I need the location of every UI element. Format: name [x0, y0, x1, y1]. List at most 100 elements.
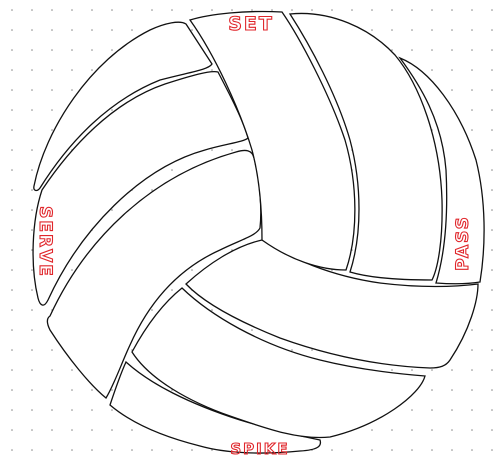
grid-dot	[131, 449, 133, 451]
grid-dot	[211, 309, 213, 311]
grid-dot	[131, 29, 133, 31]
grid-dot	[11, 289, 13, 291]
grid-dot	[431, 29, 433, 31]
grid-dot	[471, 109, 473, 111]
grid-dot	[471, 329, 473, 331]
grid-dot	[451, 69, 453, 71]
grid-dot	[51, 369, 53, 371]
grid-dot	[451, 409, 453, 411]
grid-dot	[491, 69, 493, 71]
grid-dot	[31, 89, 33, 91]
grid-dot	[111, 429, 113, 431]
grid-dot	[11, 89, 13, 91]
grid-dot	[31, 169, 33, 171]
grid-dot	[31, 249, 33, 251]
grid-dot	[31, 29, 33, 31]
grid-dot	[51, 449, 53, 451]
grid-dot	[391, 49, 393, 51]
grid-dot	[491, 309, 493, 311]
grid-dot	[31, 229, 33, 231]
grid-dot	[71, 49, 73, 51]
grid-dot	[491, 189, 493, 191]
grid-dot	[111, 109, 113, 111]
grid-dot	[451, 9, 453, 11]
grid-dot	[411, 9, 413, 11]
grid-dot	[111, 389, 113, 391]
grid-dot	[31, 9, 33, 11]
grid-dot	[31, 369, 33, 371]
grid-dot	[71, 449, 73, 451]
grid-dot	[51, 49, 53, 51]
grid-dot	[71, 389, 73, 391]
grid-dot	[11, 189, 13, 191]
grid-dot	[491, 429, 493, 431]
grid-dot	[51, 389, 53, 391]
grid-dot	[151, 449, 153, 451]
grid-dot	[271, 9, 273, 11]
grid-dot	[11, 449, 13, 451]
grid-dot	[411, 429, 413, 431]
grid-dot	[491, 289, 493, 291]
grid-dot	[31, 449, 33, 451]
grid-dot	[491, 109, 493, 111]
grid-dot	[131, 429, 133, 431]
grid-dot	[491, 449, 493, 451]
grid-dot	[51, 349, 53, 351]
grid-dot	[411, 29, 413, 31]
grid-dot	[11, 49, 13, 51]
grid-dot	[491, 409, 493, 411]
grid-dot	[311, 9, 313, 11]
grid-dot	[491, 169, 493, 171]
grid-dot	[111, 9, 113, 11]
grid-dot	[471, 69, 473, 71]
grid-dot	[91, 429, 93, 431]
grid-dot	[371, 29, 373, 31]
grid-dot	[51, 129, 53, 131]
grid-dot	[11, 169, 13, 171]
grid-dot	[491, 49, 493, 51]
grid-dot	[211, 9, 213, 11]
grid-dot	[471, 29, 473, 31]
grid-dot	[51, 69, 53, 71]
grid-dot	[11, 109, 13, 111]
grid-dot	[31, 109, 33, 111]
label-bottom: SPIKE	[230, 440, 289, 458]
grid-dot	[471, 449, 473, 451]
grid-dot	[11, 429, 13, 431]
grid-dot	[311, 349, 313, 351]
grid-dot	[491, 129, 493, 131]
grid-dot	[31, 429, 33, 431]
grid-dot	[351, 449, 353, 451]
grid-dot	[191, 449, 193, 451]
grid-dot	[191, 29, 193, 31]
grid-dot	[451, 29, 453, 31]
grid-dot	[471, 389, 473, 391]
ball-panel-bottom-left	[109, 360, 322, 454]
grid-dot	[471, 89, 473, 91]
label-left: SERVE	[35, 206, 55, 278]
grid-dot	[491, 149, 493, 151]
grid-dot	[91, 389, 93, 391]
grid-dot	[491, 209, 493, 211]
grid-dot	[11, 269, 13, 271]
ball-panel-lower-left	[46, 149, 262, 399]
grid-dot	[451, 49, 453, 51]
grid-dot	[31, 149, 33, 151]
grid-dot	[71, 409, 73, 411]
volleyball	[32, 10, 485, 454]
grid-dot	[31, 349, 33, 351]
grid-dot	[411, 49, 413, 51]
grid-dot	[491, 329, 493, 331]
grid-dot	[11, 9, 13, 11]
grid-dot	[11, 389, 13, 391]
grid-dot	[231, 149, 233, 151]
grid-dot	[11, 29, 13, 31]
grid-dot	[451, 429, 453, 431]
grid-dot	[251, 9, 253, 11]
grid-dot	[431, 49, 433, 51]
ball-panel-top-left	[33, 21, 213, 192]
grid-dot	[471, 9, 473, 11]
grid-dot	[391, 29, 393, 31]
